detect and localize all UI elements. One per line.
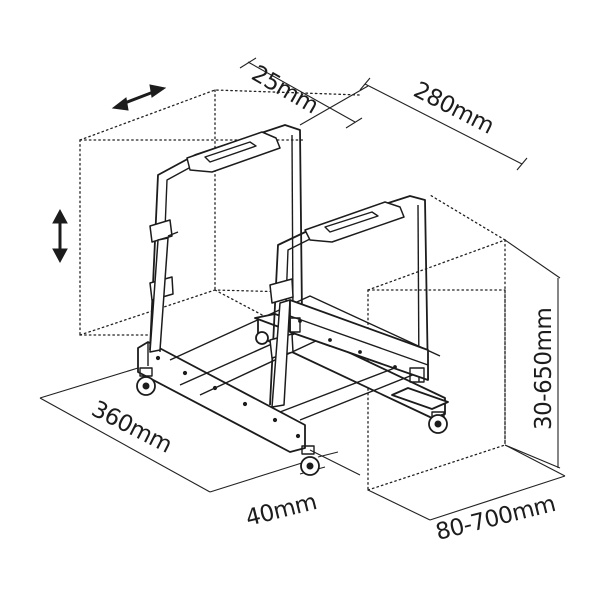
label-top-width: 280mm: [409, 77, 498, 139]
caster-rear-left: [255, 331, 269, 345]
dimension-width-range: [367, 444, 566, 521]
caster-front-right: [300, 445, 320, 476]
label-height: 30-650mm: [531, 308, 557, 430]
dimension-25mm: [239, 57, 363, 129]
right-frame: [269, 195, 449, 410]
label-width-range: 80-700mm: [433, 491, 558, 546]
label-caster-offset: 40mm: [243, 489, 319, 532]
label-top-depth: 25mm: [247, 61, 322, 120]
double-arrow-horizontal-icon: [111, 84, 167, 111]
caster-front-left: [136, 367, 156, 396]
bounding-box-rear: [79, 89, 361, 336]
dimension-360mm: [39, 367, 306, 493]
dimension-height: [504, 239, 561, 469]
caster-rear-right: [428, 411, 448, 434]
double-arrow-vertical-icon: [52, 208, 68, 264]
dimension-280mm: [299, 77, 528, 171]
fastener-holes: [155, 319, 397, 439]
